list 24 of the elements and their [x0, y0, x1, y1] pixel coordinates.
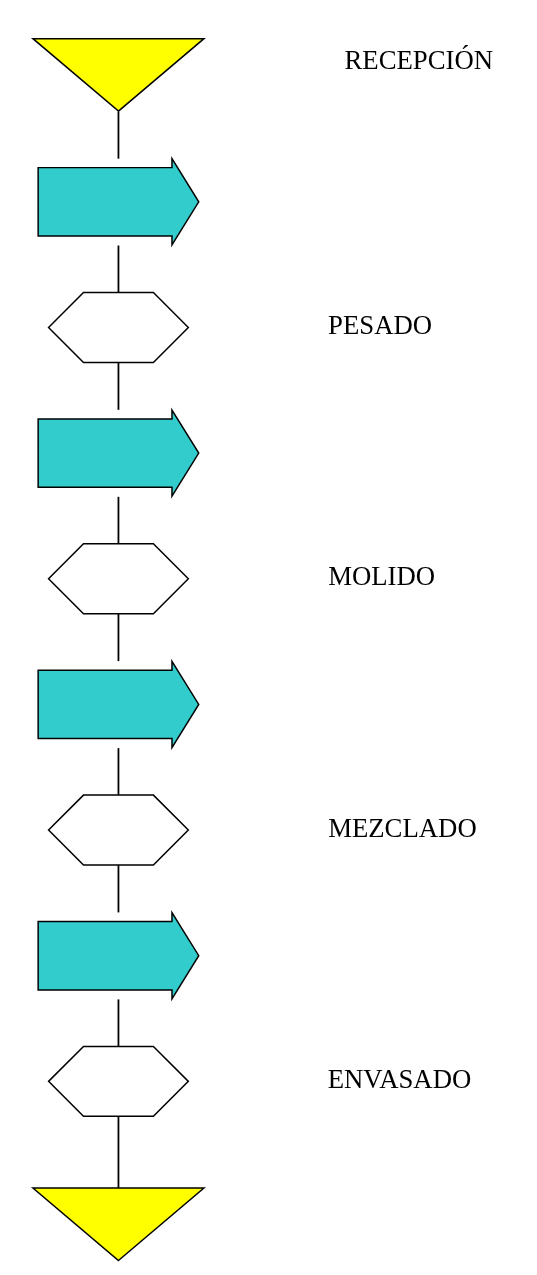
node-hexagon [47, 794, 189, 866]
connector [117, 1115, 119, 1189]
node-arrow [36, 156, 200, 248]
connector [117, 612, 119, 662]
node-triangle [30, 37, 206, 113]
node-arrow [36, 407, 200, 499]
connector [117, 864, 119, 914]
label: PESADO [327, 310, 432, 341]
connector [117, 747, 119, 796]
connector [117, 110, 119, 160]
node-hexagon [47, 291, 189, 364]
connector [117, 361, 119, 411]
connector [117, 998, 119, 1047]
node-arrow [36, 658, 200, 751]
label: RECEPCIÓN [343, 45, 493, 76]
label: MOLIDO [327, 561, 435, 592]
node-arrow [36, 909, 200, 1002]
connector [117, 244, 119, 294]
label: MEZCLADO [327, 812, 477, 843]
label: ENVASADO [327, 1063, 471, 1094]
node-hexagon [47, 1045, 189, 1118]
node-triangle [30, 1187, 206, 1262]
node-hexagon [47, 543, 189, 615]
connector [117, 495, 119, 545]
